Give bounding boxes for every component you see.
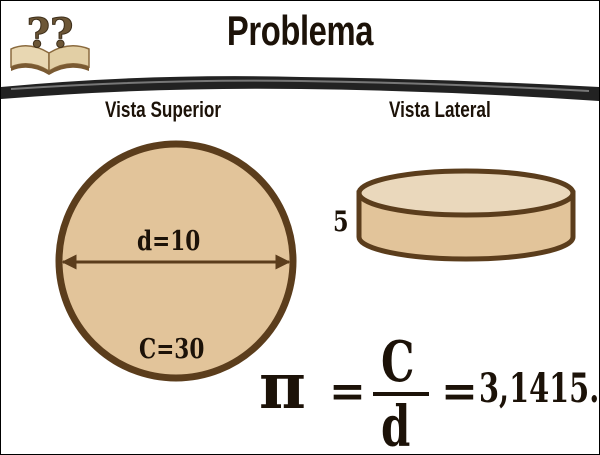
equals-sign-2: = xyxy=(441,366,478,417)
equals-sign: = xyxy=(329,366,366,417)
open-book-question-marks-icon: ?? xyxy=(10,10,90,75)
diameter-label: d=10 xyxy=(137,226,201,257)
circumference-label: C=30 xyxy=(139,334,205,365)
fraction-denominator: d xyxy=(381,394,411,455)
side-view-label: Vista Lateral xyxy=(389,97,491,122)
slide-title: Problema xyxy=(226,7,374,54)
height-label: 5 xyxy=(333,205,349,238)
logo-question-marks: ?? xyxy=(27,10,74,57)
header: ?? Problema xyxy=(1,1,599,101)
top-view-label: Vista Superior xyxy=(105,97,222,122)
brush-stroke-divider xyxy=(1,76,599,101)
pi-symbol: π xyxy=(259,349,306,424)
fraction-numerator: C xyxy=(381,329,415,395)
side-view-cylinder xyxy=(356,168,576,262)
pi-value: 3,1415... xyxy=(479,365,600,412)
